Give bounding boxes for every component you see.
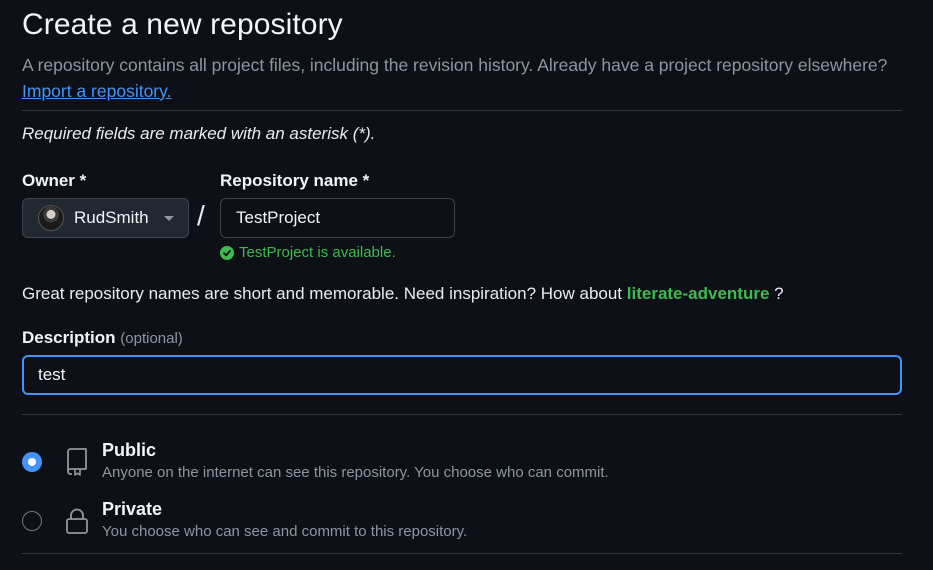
repo-icon xyxy=(64,448,90,481)
description-divider xyxy=(22,414,902,415)
optional-hint: (optional) xyxy=(120,330,183,347)
repository-name-label: Repository name * xyxy=(220,171,370,190)
page-title: Create a new repository xyxy=(22,8,343,41)
public-radio[interactable] xyxy=(22,452,42,472)
owner-label: Owner * xyxy=(22,171,87,190)
public-description: Anyone on the internet can see this repo… xyxy=(102,464,609,481)
import-repository-link[interactable]: Import a repository. xyxy=(22,81,172,101)
visibility-option-public[interactable]: Public Anyone on the internet can see th… xyxy=(22,440,902,498)
inspiration-text: Great repository names are short and mem… xyxy=(22,284,623,303)
header-divider xyxy=(22,110,902,111)
suggested-name-link[interactable]: literate-adventure xyxy=(626,284,770,303)
visibility-divider xyxy=(22,553,902,554)
description-text: A repository contains all project files,… xyxy=(22,55,888,75)
chevron-down-icon xyxy=(164,216,174,221)
availability-text: TestProject is available. xyxy=(239,244,396,261)
avatar xyxy=(38,205,64,231)
owner-name: RudSmith xyxy=(74,208,149,227)
public-title: Public xyxy=(102,440,157,460)
visibility-option-private[interactable]: Private You choose who can see and commi… xyxy=(22,499,902,557)
repository-name-input[interactable] xyxy=(220,198,455,238)
required-fields-note: Required fields are marked with an aster… xyxy=(22,124,376,143)
description-label: Description (optional) xyxy=(22,328,183,348)
name-inspiration: Great repository names are short and mem… xyxy=(22,284,784,304)
page-description: A repository contains all project files,… xyxy=(22,52,902,104)
private-radio[interactable] xyxy=(22,511,42,531)
owner-dropdown[interactable]: RudSmith xyxy=(22,198,189,238)
private-title: Private xyxy=(102,499,163,519)
description-input[interactable] xyxy=(22,355,902,395)
check-circle-icon xyxy=(220,245,234,260)
availability-status: TestProject is available. xyxy=(220,244,396,261)
description-label-text: Description xyxy=(22,328,116,347)
owner-repo-separator: / xyxy=(197,200,205,231)
private-description: You choose who can see and commit to thi… xyxy=(102,523,468,540)
inspiration-suffix: ? xyxy=(774,284,784,303)
lock-icon xyxy=(64,507,90,540)
